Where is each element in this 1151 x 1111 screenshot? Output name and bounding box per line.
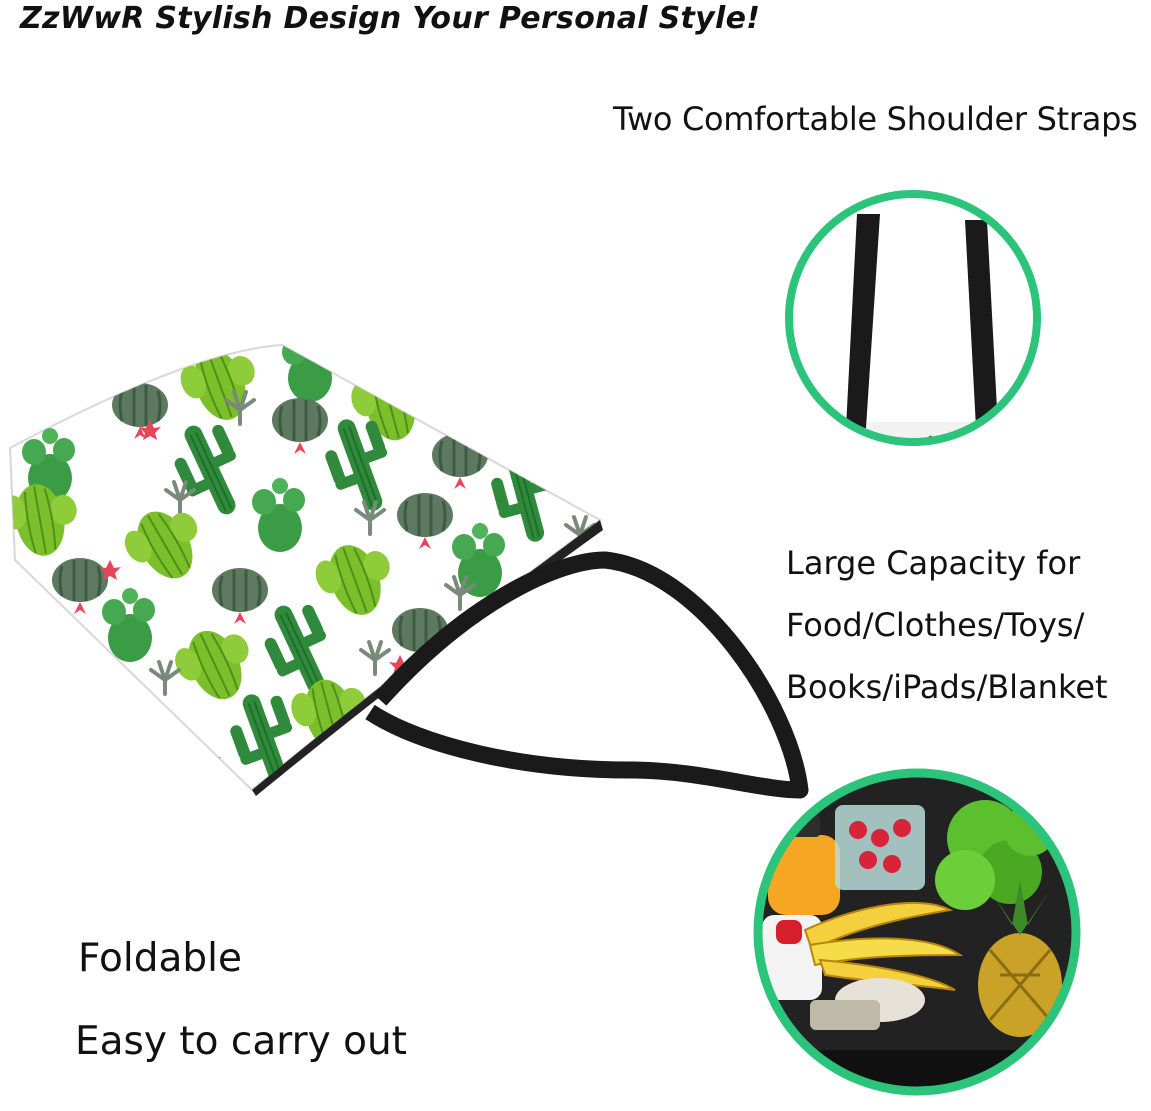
food-detail-circle: [753, 768, 1081, 1096]
strap-detail-circle: [785, 190, 1041, 446]
foldable-label: Foldable: [78, 936, 242, 981]
capacity-line-1: Large Capacity for: [786, 544, 1081, 582]
headline: ZzWwR Stylish Design Your Personal Style…: [20, 1, 761, 36]
capacity-line-2: Food/Clothes/Toys/: [786, 606, 1085, 644]
tote-bag: [8, 343, 603, 796]
straps-label: Two Comfortable Shoulder Straps: [613, 100, 1138, 138]
bag-handle: [365, 551, 809, 799]
capacity-line-3: Books/iPads/Blanket: [786, 668, 1108, 706]
capacity-text: Large Capacity for Food/Clothes/Toys/ Bo…: [786, 532, 1108, 718]
carry-label: Easy to carry out: [75, 1019, 407, 1064]
